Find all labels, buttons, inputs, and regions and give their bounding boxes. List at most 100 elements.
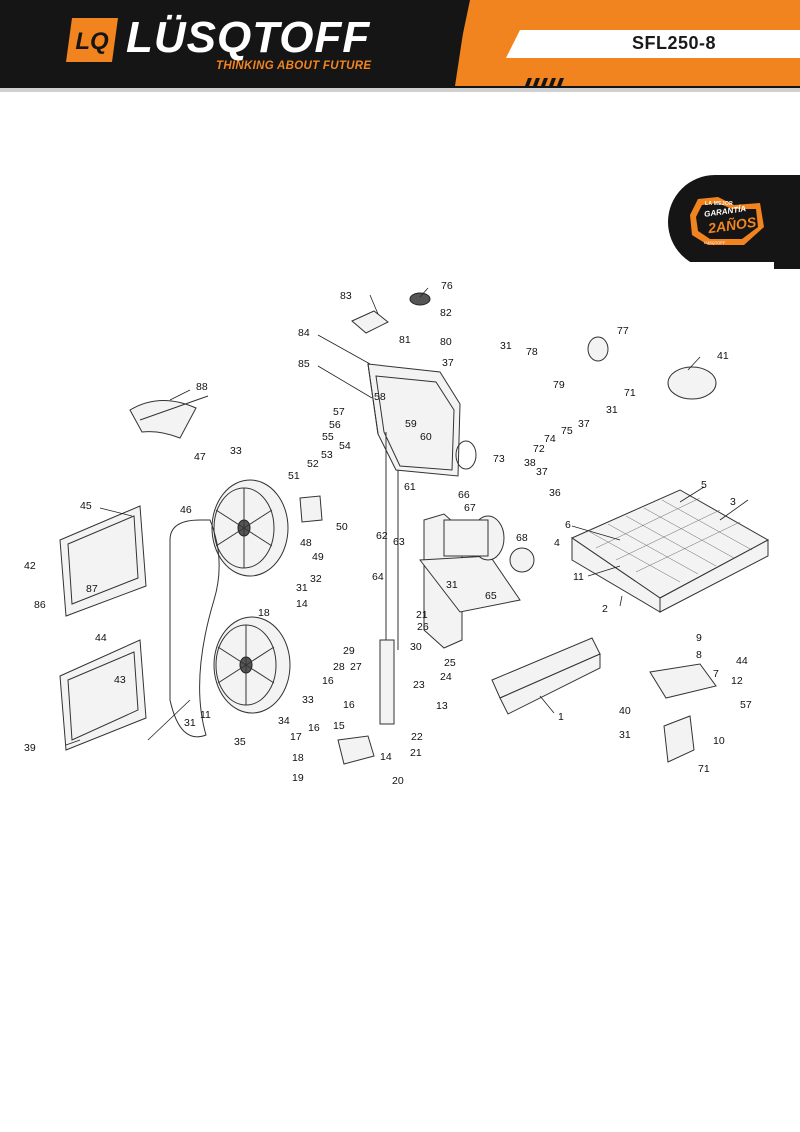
badge-brand: LÜSQTOFF: [704, 240, 726, 245]
callout-84: 84: [298, 327, 310, 339]
callout-59: 59: [405, 418, 417, 430]
callout-40: 40: [619, 705, 631, 717]
callout-85: 85: [298, 358, 310, 370]
warranty-badge: [668, 175, 800, 269]
callout-22: 22: [411, 731, 423, 743]
callout-14-upper: 14: [296, 598, 308, 610]
work-table: [570, 489, 770, 613]
upper-wheel: [211, 479, 289, 577]
saw-blade: [169, 519, 220, 738]
callout-labels: 1 2 3 4 5 6 7 8 9 10 11 11 12 13 14 14 1…: [24, 280, 752, 787]
callout-47: 47: [194, 451, 206, 463]
callout-88: 88: [196, 381, 208, 393]
callout-81: 81: [399, 334, 411, 346]
callout-31-a: 31: [500, 340, 512, 352]
callout-10: 10: [713, 735, 725, 747]
callout-33-lower: 33: [302, 694, 314, 706]
model-number: SFL250-8: [632, 33, 717, 53]
callout-18-upper: 18: [258, 607, 270, 619]
callout-3: 3: [730, 496, 736, 508]
callout-14-lower: 14: [380, 751, 392, 763]
callout-67: 67: [464, 502, 476, 514]
callout-44-bracket: 44: [736, 655, 748, 667]
callout-36: 36: [549, 487, 561, 499]
callout-20: 20: [392, 775, 404, 787]
callout-44-door: 44: [95, 632, 107, 644]
warranty-seal-icon: [690, 197, 764, 245]
exploded-parts-diagram: 1 2 3 4 5 6 7 8 9 10 11 11 12 13 14 14 1…: [14, 262, 774, 806]
callout-56: 56: [329, 419, 341, 431]
callout-43: 43: [114, 674, 126, 686]
callout-82: 82: [440, 307, 452, 319]
callout-57-guide: 57: [333, 406, 345, 418]
logo-icon-text: LQ: [75, 28, 109, 55]
callout-78: 78: [526, 346, 538, 358]
callout-38: 38: [524, 457, 536, 469]
header-banner: LQ LÜSQTOFF THINKING ABOUT FUTURE SFL250…: [0, 0, 800, 92]
callout-31-f: 31: [619, 729, 631, 741]
callout-75: 75: [561, 425, 573, 437]
callout-61: 61: [404, 481, 416, 493]
callout-80: 80: [440, 336, 452, 348]
callout-6: 6: [565, 519, 571, 531]
callout-31-e: 31: [184, 717, 196, 729]
lower-door: [59, 639, 147, 751]
callout-45: 45: [80, 500, 92, 512]
callout-37-b: 37: [578, 418, 590, 430]
badge-small-text: LA MEJOR: [705, 201, 734, 207]
callout-66: 66: [458, 489, 470, 501]
callout-74: 74: [544, 433, 556, 445]
callout-33-upper: 33: [230, 445, 242, 457]
callout-42: 42: [24, 560, 36, 572]
callout-37-a: 37: [442, 357, 454, 369]
callout-32: 32: [310, 573, 322, 585]
callout-19: 19: [292, 772, 304, 784]
callout-46: 46: [180, 504, 192, 516]
callout-21-upper: 21: [416, 609, 428, 621]
callout-30: 30: [410, 641, 422, 653]
callout-48: 48: [300, 537, 312, 549]
fence-rail: [491, 637, 601, 715]
callout-1: 1: [558, 711, 564, 723]
callout-72: 72: [533, 443, 545, 455]
small-parts: [299, 292, 717, 765]
callout-34: 34: [278, 715, 290, 727]
lower-wheel: [213, 616, 291, 714]
callout-31-c: 31: [446, 579, 458, 591]
callout-15: 15: [333, 720, 345, 732]
callout-54: 54: [339, 440, 351, 452]
callout-18-lower: 18: [292, 752, 304, 764]
callout-65: 65: [485, 590, 497, 602]
callout-24: 24: [440, 671, 452, 683]
callout-5: 5: [701, 479, 707, 491]
callout-39: 39: [24, 742, 36, 754]
callout-68: 68: [516, 532, 528, 544]
header-background: [0, 0, 800, 92]
callout-16-c: 16: [308, 722, 320, 734]
callout-55: 55: [322, 431, 334, 443]
callout-79: 79: [553, 379, 565, 391]
callout-76: 76: [441, 280, 453, 292]
callout-62: 62: [376, 530, 388, 542]
miter-gauge: [129, 395, 209, 439]
callout-87: 87: [86, 583, 98, 595]
callout-71-lower: 71: [698, 763, 710, 775]
callout-9: 9: [696, 632, 702, 644]
callout-71-upper: 71: [624, 387, 636, 399]
callout-73: 73: [493, 453, 505, 465]
callout-31-b: 31: [606, 404, 618, 416]
callout-63: 63: [393, 536, 405, 548]
callout-35: 35: [234, 736, 246, 748]
callout-64: 64: [372, 571, 384, 583]
callout-53: 53: [321, 449, 333, 461]
callout-8: 8: [696, 649, 702, 661]
upper-door: [59, 505, 147, 617]
brand-name: LÜSQTOFF: [126, 13, 371, 62]
brand-tagline: THINKING ABOUT FUTURE: [216, 60, 372, 72]
callout-21-lower: 21: [410, 747, 422, 759]
callout-57-bracket: 57: [740, 699, 752, 711]
leader-lines: [65, 287, 749, 746]
callout-2: 2: [602, 603, 608, 615]
callout-27: 27: [350, 661, 362, 673]
callout-51: 51: [288, 470, 300, 482]
